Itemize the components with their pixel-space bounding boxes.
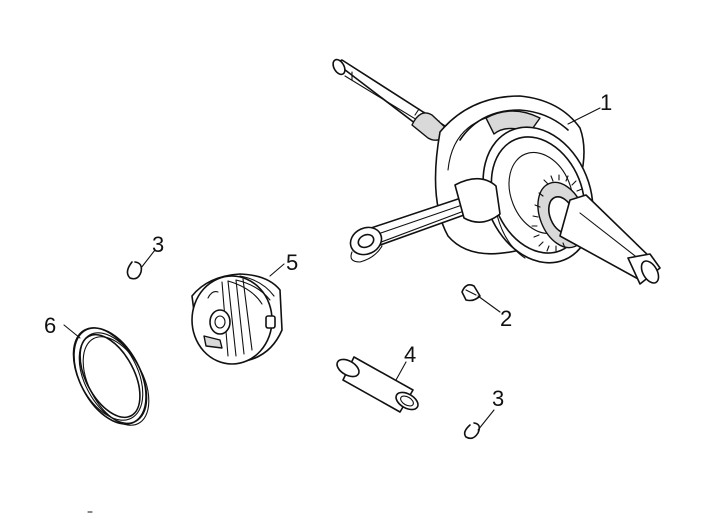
callout-piston-ring-set: 6 (44, 313, 56, 338)
callout-key: 2 (500, 306, 512, 331)
crankshaft-assembly (332, 58, 661, 285)
callout-clip-upper: 3 (152, 232, 164, 257)
piston (191, 273, 283, 365)
callout-crankshaft: 1 (600, 90, 612, 115)
piston-pin-clip-upper (126, 261, 143, 280)
callout-piston-pin: 4 (404, 342, 416, 367)
piston-pin (336, 356, 419, 413)
callout-clip-lower: 3 (492, 386, 504, 411)
leader-lines (63, 107, 601, 431)
piston-pin-clip-lower (463, 422, 481, 440)
woodruff-key (461, 284, 481, 302)
callout-piston: 5 (286, 250, 298, 275)
piston-ring-set (72, 327, 150, 426)
